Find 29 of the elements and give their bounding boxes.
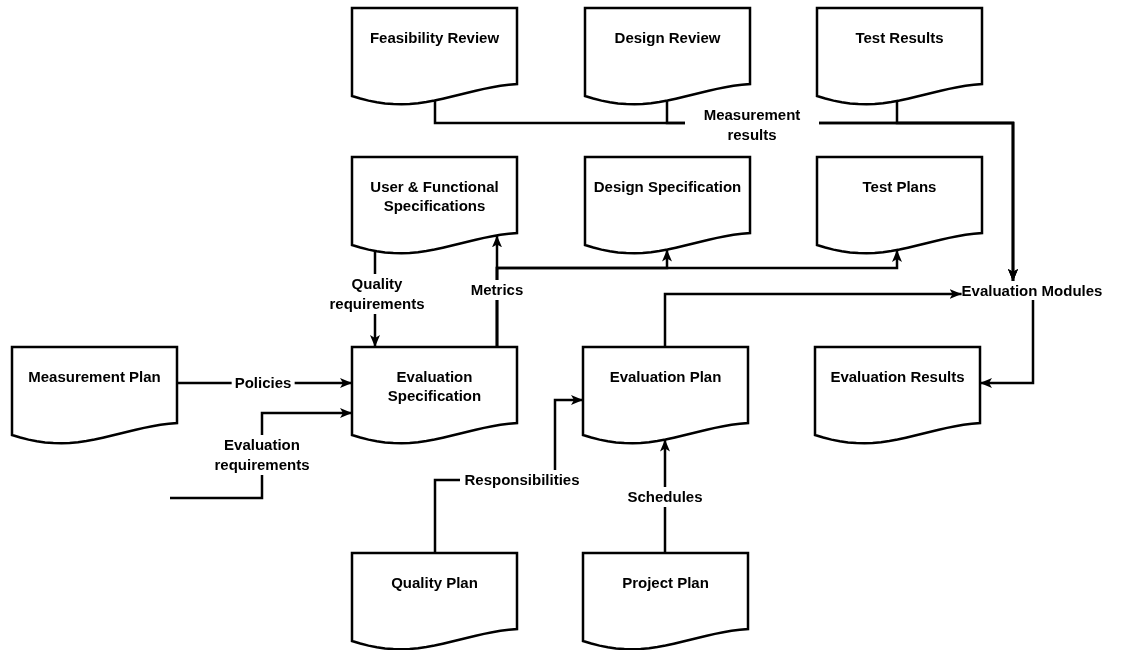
document-node	[352, 553, 517, 649]
document-node	[583, 347, 748, 443]
document-node	[585, 8, 750, 104]
document-node	[585, 157, 750, 253]
document-node	[817, 8, 982, 104]
node-label: Quality Plan	[390, 573, 479, 592]
arrow	[980, 300, 1035, 388]
arrow	[663, 289, 962, 347]
document-node	[817, 157, 982, 253]
node-label: Evaluation Specification	[386, 367, 483, 405]
node-label: Test Results	[854, 28, 945, 47]
node-label: Evaluation Modules	[961, 281, 1103, 300]
node-label: Feasibility Review	[368, 28, 501, 47]
node-label: Test Plans	[861, 177, 938, 196]
node-label: User & Functional Specifications	[369, 177, 500, 215]
document-node	[815, 347, 980, 443]
document-node	[352, 347, 517, 443]
arrow	[495, 250, 902, 347]
arrow	[895, 101, 1018, 281]
node-label: Design Review	[613, 28, 722, 47]
document-node	[352, 157, 517, 253]
node-label: Evaluation Plan	[608, 367, 723, 386]
document-node	[12, 347, 177, 443]
node-label: Evaluation Results	[829, 367, 966, 386]
document-node	[583, 553, 748, 649]
node-label: Measurement Plan	[27, 367, 162, 386]
node-label: Design Specification	[592, 177, 743, 196]
document-node	[352, 8, 517, 104]
node-label: Project Plan	[621, 573, 710, 592]
